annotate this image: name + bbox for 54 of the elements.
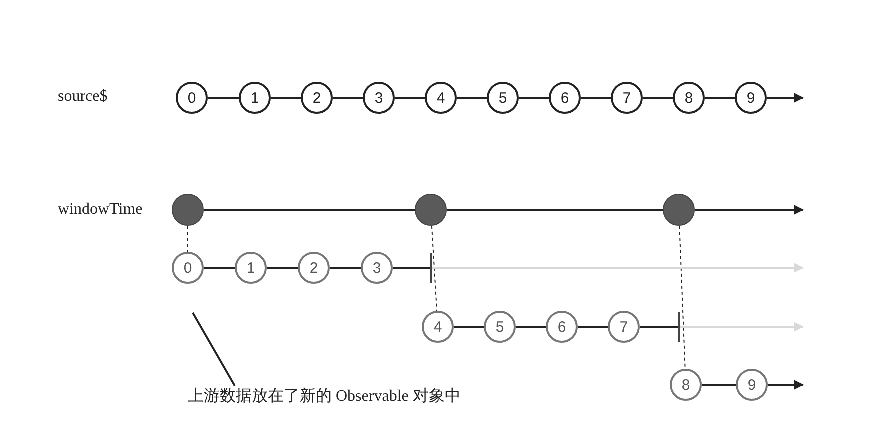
row-label: source$ [58,88,108,106]
timeline-segment [271,97,301,99]
timeline-segment [395,97,425,99]
value-marble: 0 [176,82,208,114]
annotation-text: 上游数据放在了新的 Observable 对象中 [188,386,461,407]
value-marble: 3 [363,82,395,114]
leader-line [192,312,236,386]
row-label: windowTime [58,201,143,219]
timeline-segment [640,326,678,328]
timeline-segment [204,267,235,269]
timeline-arrow [432,263,804,273]
timeline-segment [516,326,546,328]
timeline-arrow [695,205,804,215]
value-marble: 6 [546,311,578,343]
value-marble: 0 [172,252,204,284]
value-marble: 6 [549,82,581,114]
value-marble: 8 [673,82,705,114]
window-start-marble [172,194,204,226]
value-marble: 9 [735,82,767,114]
timeline-segment [208,97,239,99]
value-marble: 7 [611,82,643,114]
value-marble: 2 [298,252,330,284]
timeline-segment [702,384,736,386]
timeline-segment [519,97,549,99]
dashed-connector [679,225,686,370]
timeline-segment [330,267,361,269]
timeline-segment [267,267,298,269]
value-marble: 9 [736,369,768,401]
value-marble: 1 [239,82,271,114]
timeline-segment [393,267,430,269]
value-marble: 5 [487,82,519,114]
dashed-connector [431,225,438,312]
value-marble: 7 [608,311,640,343]
timeline-segment [447,209,663,211]
value-marble: 2 [301,82,333,114]
timeline-arrow [767,93,804,103]
value-marble: 3 [361,252,393,284]
value-marble: 8 [670,369,702,401]
timeline-segment [333,97,363,99]
timeline-segment [204,209,415,211]
timeline-segment [578,326,608,328]
value-marble: 5 [484,311,516,343]
timeline-segment [454,326,484,328]
timeline-arrow [680,322,804,332]
value-marble: 4 [425,82,457,114]
value-marble: 4 [422,311,454,343]
timeline-segment [643,97,673,99]
window-start-marble [663,194,695,226]
timeline-segment [581,97,611,99]
timeline-arrow [768,380,804,390]
window-start-marble [415,194,447,226]
timeline-segment [705,97,735,99]
timeline-segment [457,97,487,99]
value-marble: 1 [235,252,267,284]
